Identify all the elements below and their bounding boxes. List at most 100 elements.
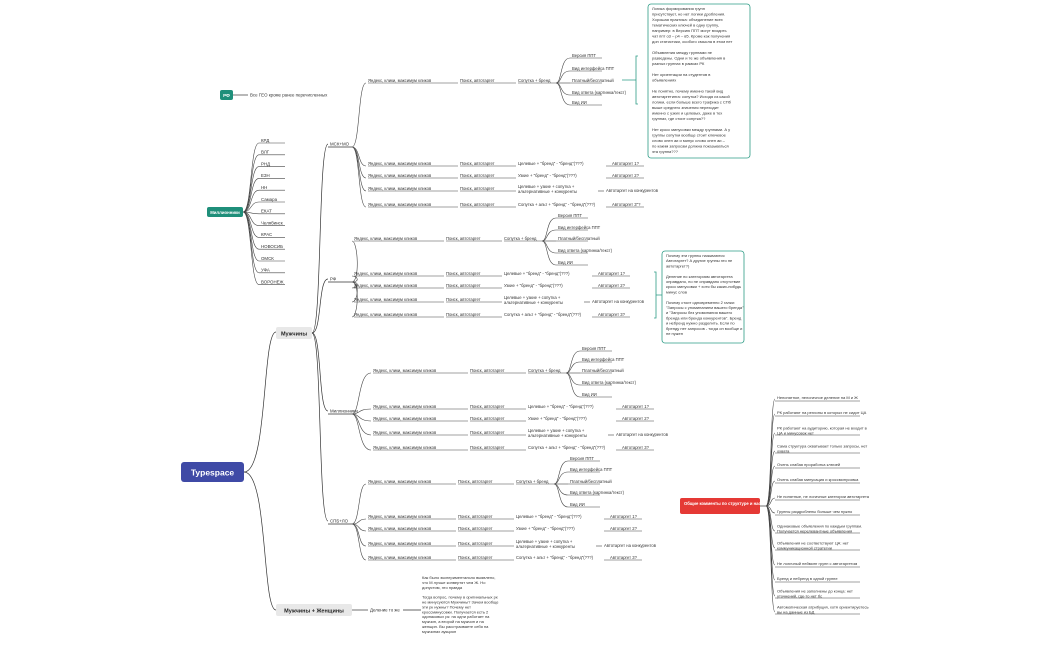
node-mw[interactable]: Мужчины + Женщины [276, 604, 352, 616]
leaf-item: Вид ответа (картинка/текст) [558, 248, 613, 253]
autotarget-label: Автотаргет 3? [610, 555, 638, 560]
search-label: Поиск, автотаргет [460, 202, 495, 207]
city-item: ОМСК [261, 256, 274, 261]
rf-badge-desc: Все ГЕО кроме ранее перечисленных [250, 93, 328, 98]
note-line: выше среднего значения переходит [652, 105, 719, 110]
source-label: Яндекс, клики, максимум кликов [368, 541, 432, 546]
note-line: мужчин, а второй на мужчин и на [422, 619, 485, 624]
search-label: Поиск, автотаргет [470, 416, 505, 421]
summary-badge [680, 498, 760, 514]
ad-group-label: Сопутка + альт + "бренд" - "бренд"(???) [504, 312, 582, 317]
summary-item: Одинаковые объявления по каждым группам.… [777, 524, 862, 534]
summary-item: Сама структура охватывает только запросы… [777, 444, 867, 454]
note-line: например: в Версию ППТ могут входить [652, 28, 727, 33]
search-label: Поиск, автотаргет [460, 173, 495, 178]
note-line: не минусуются Мужчины? Зачем вообще [422, 600, 499, 605]
note-line: Деление по категориям автотаргета [666, 274, 733, 279]
brand-label: Сопутка + бренд [516, 479, 549, 484]
summary-item: Бренд и небренд в одной группе [777, 576, 838, 581]
note-line: Нет кросс минусовки между группами. А у [652, 127, 730, 132]
city-item: ВЛГ [261, 150, 270, 155]
source-label: Яндекс, клики, максимум кликов [368, 479, 432, 484]
ad-group-label: Узкие + "бренд" - "бренд"(???) [518, 173, 577, 178]
branch-label: Миллионники [330, 409, 358, 414]
note-line: разведены. Одни и те же объявления в [652, 56, 725, 61]
city-list: КРДВЛГРНДЕЗНННСамараЕКАТЧелябинскКРАСНОВ… [242, 138, 285, 285]
note-line: Логика формирования групп [652, 6, 705, 11]
ad-group-label: Узкие + "бренд" - "бренд"(???) [504, 283, 563, 288]
summary-item: Автоматическая атрибуция, хотя ориентиру… [777, 605, 869, 615]
millionniki-badge[interactable]: Миллионники [207, 207, 243, 217]
city-item: УФА [261, 268, 270, 273]
ad-group-label: Целевые + "бренд" - "бренд"(???) [528, 404, 594, 409]
autotarget-label: Автотаргет на конкурентов [606, 188, 659, 193]
rf-badge[interactable]: РФ Все ГЕО кроме ранее перечисленных [220, 90, 328, 100]
mw-child: Деление то же [370, 608, 400, 613]
leaf-item: Вид интерфейса ППТ [570, 467, 613, 472]
note-line: группы сопутки вообще стоит ключевое [652, 133, 727, 138]
city-item: Челябинск [261, 220, 283, 225]
node-muzhchiny[interactable]: Мужчины [276, 327, 312, 339]
note-line: Не понятно, почему именно такой вид [652, 89, 724, 94]
note-line: бренда или бренда конкурентов". Бренд [666, 315, 742, 320]
note-line: группах, где стоит сопутка?? [652, 116, 706, 121]
source-label: Яндекс, клики, максимум кликов [373, 404, 437, 409]
autotarget-label: Автотаргет 1? [622, 404, 650, 409]
source-label: Яндекс, клики, максимум кликов [373, 416, 437, 421]
source-label: Яндекс, клики, максимум кликов [368, 186, 432, 191]
ad-group-label: Целевые + узкие + сопутка + [504, 295, 561, 300]
note-line: кросс минусовки + хотя бы каких-нибудь [666, 284, 741, 289]
branch-label: СПБ+ЛО [330, 519, 349, 524]
summary-item: Непонятное, нелогичное деление на М и Ж [777, 395, 858, 400]
autotarget-label: Автотаргет 3? [598, 312, 626, 317]
note-line: мужчинах аукцион [422, 629, 456, 634]
city-item: НН [261, 185, 267, 190]
note-line: по каким запросам должна показываться [652, 144, 729, 149]
note-line: одинаковых рк: на одни работает на [422, 614, 490, 619]
ad-group-label: Целевые + узкие + сопутка + [528, 428, 585, 433]
leaf-item: Версия ППТ [582, 346, 606, 351]
source-label: Яндекс, клики, максимум кликов [373, 445, 437, 450]
ad-group-label: альтернативные + конкуренты [528, 433, 587, 438]
source-label: Яндекс, клики, максимум кликов [373, 368, 437, 373]
note-line: Как было экспериментально выявлено, [422, 575, 495, 580]
leaf-item: Платный/бесплатный [558, 236, 600, 241]
leaf-item: Вид ИИ [570, 502, 585, 507]
search-label: Поиск, автотаргет [458, 555, 493, 560]
muzhchiny-label: Мужчины [281, 332, 307, 338]
autotarget-label: Автотаргет на конкурентов [592, 299, 645, 304]
ad-group-label: Целевые + узкие + сопутка + [516, 539, 573, 544]
autotarget-label: Автотаргет 2? [622, 416, 650, 421]
rf-badge-label: РФ [223, 93, 230, 98]
source-label: Яндекс, клики, максимум кликов [354, 297, 418, 302]
search-label: Поиск, автотаргет [460, 78, 495, 83]
comment-note-2: Почему эти группы называютсяАвтотаргет? … [654, 250, 745, 344]
source-label: Яндекс, клики, максимум кликов [368, 514, 432, 519]
note-line: Объявления между группами не [652, 50, 713, 55]
city-item: КРАС [261, 232, 272, 237]
note-line: допустим, это правда [422, 585, 463, 590]
note-line: не нужен [666, 331, 683, 336]
note-line: присутствует, но нет логики дробления. [652, 12, 725, 17]
note-line: автотаргет?) [666, 263, 690, 268]
ad-group-label: Сопутка + альт + "бренд" - "бренд"(???) [528, 445, 606, 450]
leaf-item: Вид ИИ [572, 100, 587, 105]
source-label: Яндекс, клики, максимум кликов [368, 173, 432, 178]
trunk-connectors [243, 143, 421, 611]
note-line: автотаргетинга: сопутка? Исходя из какой [652, 94, 730, 99]
city-item: КРД [261, 138, 269, 143]
note-line: бренду нет запросов - тогда он вообще и [666, 326, 742, 331]
ad-group-label: альтернативные + конкуренты [504, 300, 563, 305]
root-node[interactable]: Typespace [181, 462, 244, 482]
note-line: тематических ключей в одну группу, [652, 23, 719, 28]
note-line: что М лучше конвертят чем Ж. Но [422, 580, 486, 585]
ad-group-label: Сопутка + альт + "бренд" - "бренд"(???) [518, 202, 596, 207]
summary-block: Общие комменты по структуре и настройкам… [680, 395, 870, 615]
